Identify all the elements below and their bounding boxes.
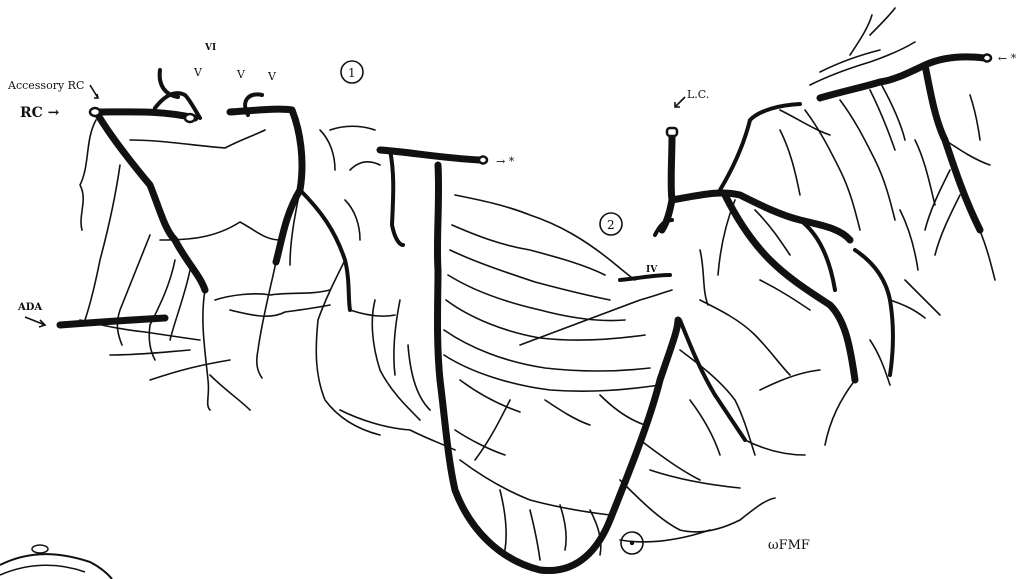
label-vi: VI <box>204 43 216 53</box>
lc-trunk <box>662 135 672 230</box>
major-vessels <box>60 57 985 571</box>
label-region-2: 2 <box>607 218 615 232</box>
label-rc: RC → <box>20 105 60 121</box>
label-v-1: V <box>193 66 203 79</box>
right-trunk-top <box>820 57 985 98</box>
labels: Accessory RC RC → VI V V V 1 2 L.C. ADA … <box>7 43 1017 553</box>
rc-to-star <box>380 150 480 160</box>
medium-vessels <box>155 70 893 440</box>
arrows <box>25 85 685 327</box>
label-star-mid: → * <box>496 155 515 168</box>
label-accessory-rc: Accessory RC <box>7 79 84 92</box>
region-dot <box>630 541 634 545</box>
region-markers <box>341 61 643 554</box>
posterior-loop <box>440 320 678 571</box>
label-region-1: 1 <box>348 66 356 80</box>
left-ada-vessel <box>60 318 165 325</box>
label-v-3: V <box>267 70 277 83</box>
signature: ωFMF <box>768 538 810 553</box>
central-descending <box>437 165 440 380</box>
label-star-right: ← * <box>998 52 1017 65</box>
label-iv: IV <box>646 265 658 275</box>
label-ada: ADA <box>17 302 42 313</box>
partial-structure <box>0 545 112 579</box>
label-v-2: V <box>236 68 246 81</box>
label-lc: L.C. <box>687 88 709 101</box>
